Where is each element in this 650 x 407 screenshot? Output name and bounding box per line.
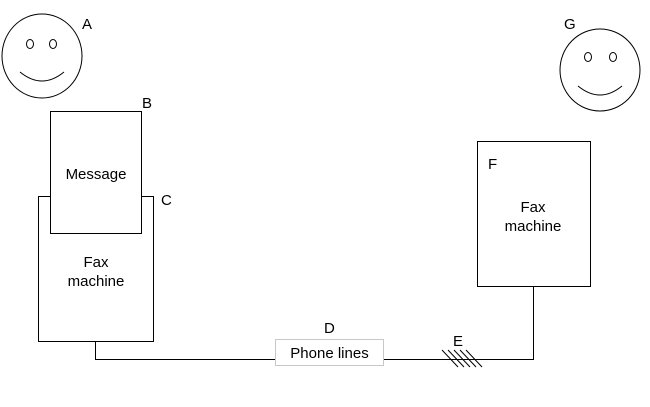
label-d: D [324,320,335,337]
message-text: Message [66,166,127,183]
label-g: G [564,16,576,33]
sender-fax-line1: Fax [83,254,109,271]
label-c: C [161,192,172,209]
label-f: F [488,156,497,173]
message-sheet [50,111,142,234]
sender-face-icon [1,13,83,99]
receiver-fax-line2: machine [505,218,562,235]
interference-hatch [441,349,483,368]
sender-fax-line2: machine [68,273,125,290]
receiver-fax-line1: Fax [520,199,546,216]
receiver-face-icon [559,28,641,112]
label-e: E [453,333,463,350]
label-a: A [82,16,92,33]
label-b: B [142,95,152,112]
receiver-fax-machine [477,141,591,287]
phone-lines-label: Phone lines [290,345,368,362]
phone-lines-label-box [275,339,384,366]
